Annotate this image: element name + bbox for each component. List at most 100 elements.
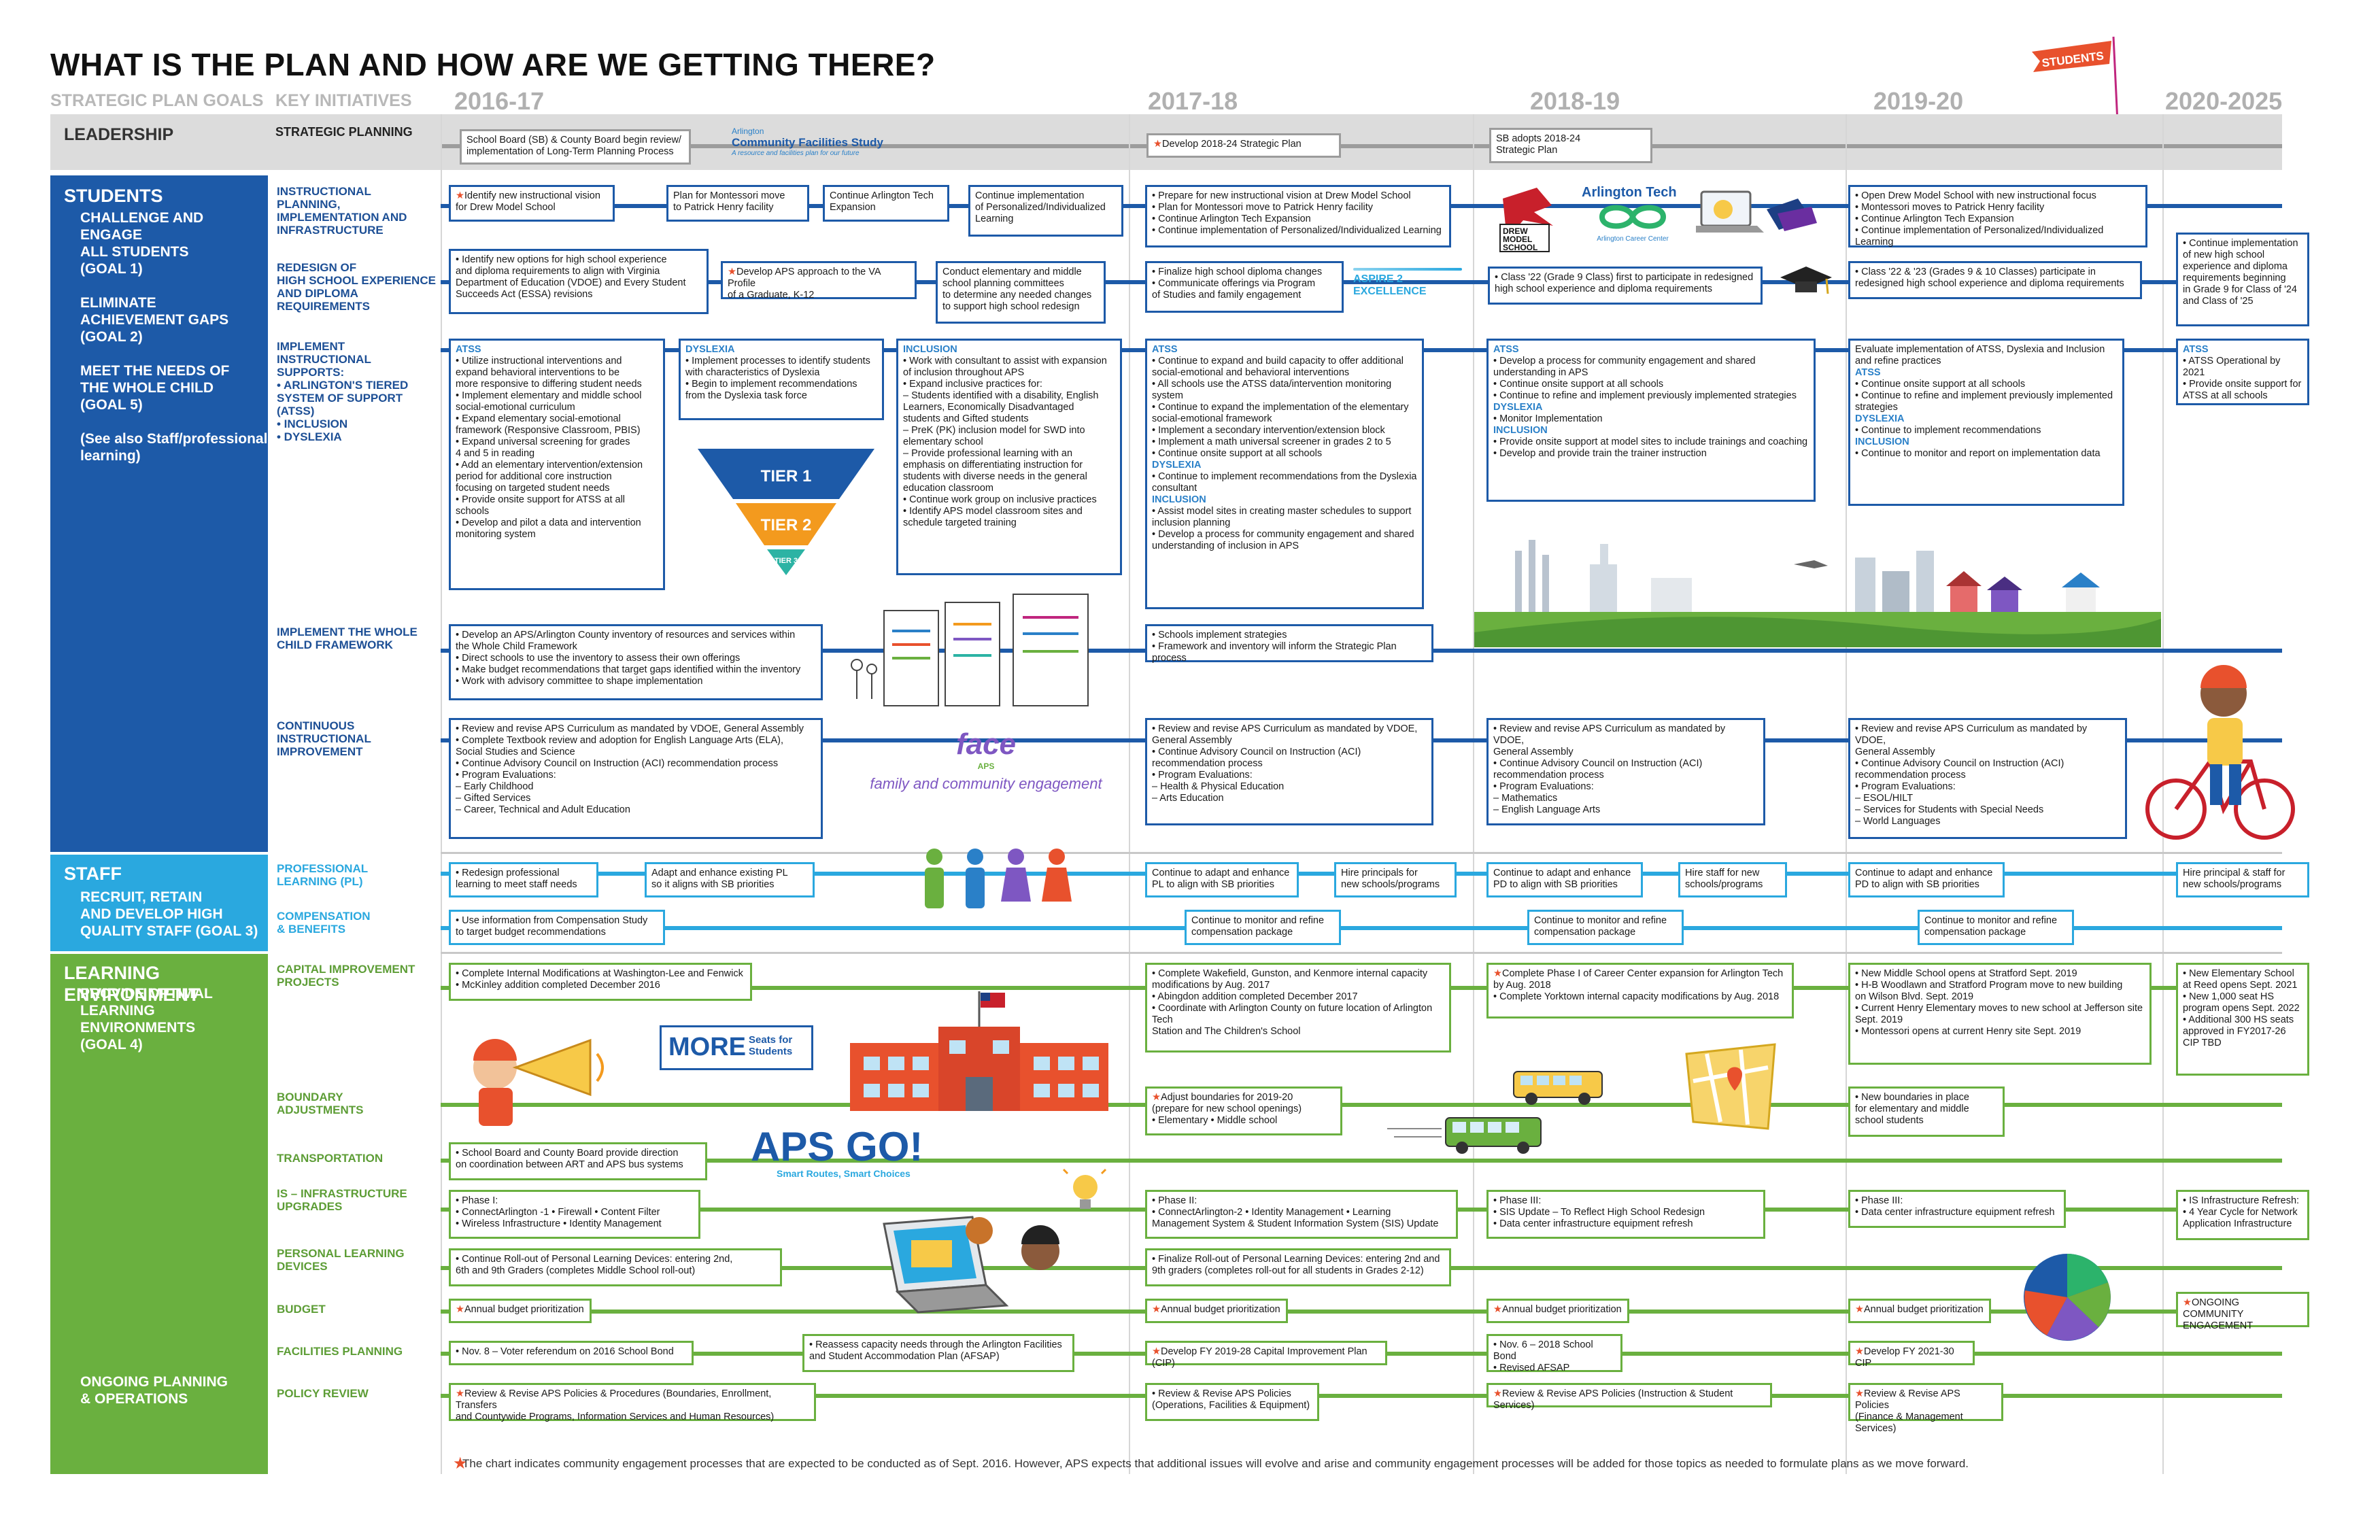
initiative-compensation: COMPENSATION& BENEFITS <box>277 910 371 936</box>
box-cont-1718: • Review and revise APS Curriculum as ma… <box>1145 718 1433 825</box>
school-bus-icon <box>1513 1071 1603 1105</box>
box-is-2025: • IS Infrastructure Refresh: • 4 Year Cy… <box>2176 1190 2309 1240</box>
box-redesign-1718: • Finalize high school diploma changes• … <box>1145 261 1344 313</box>
students-flag: STUDENTS <box>2032 36 2120 152</box>
box-instr-1718: • Prepare for new instructional vision a… <box>1145 185 1451 247</box>
laptop-students-illustration <box>883 1216 1059 1314</box>
box-redesign-2025: • Continue implementation of new high sc… <box>2176 233 2309 326</box>
student-bike-illustration <box>2145 665 2295 840</box>
timeline-budget <box>441 1310 2282 1314</box>
star-icon: ★ <box>1152 1304 1161 1315</box>
tier-1-label: TIER 1 <box>761 467 812 485</box>
box-redesign-1920: • Class '22 & '23 (Grades 9 & 10 Classes… <box>1848 261 2142 299</box>
tier-pyramid: TIER 1 TIER 2 TIER 3 <box>698 449 874 575</box>
divider-1920 <box>1846 114 1847 1474</box>
facilities-study-logo: Arlington Community Facilities Study A r… <box>732 126 883 157</box>
ongoing-planning-label: ONGOING PLANNING& OPERATIONS <box>80 1374 228 1407</box>
box-budget-1920: ★Annual budget prioritization <box>1848 1299 1991 1323</box>
whole-child-charts-illustration <box>851 594 1089 706</box>
star-icon: ★ <box>1152 1346 1161 1357</box>
initiative-transportation: TRANSPORTATION <box>277 1152 384 1165</box>
footnote: The chart indicates community engagement… <box>462 1457 1969 1470</box>
timeline-boundary <box>441 1103 2282 1107</box>
apsgo-logo: APS GO! Smart Routes, Smart Choices <box>751 1124 923 1180</box>
box-atss-1920: Evaluate implementation of ATSS, Dyslexi… <box>1848 339 2124 506</box>
pie-chart-icon <box>2024 1254 2111 1341</box>
box-inclusion-1617: INCLUSION • Work with consultant to assi… <box>896 339 1122 575</box>
initiative-policy: POLICY REVIEW <box>277 1387 369 1400</box>
star-icon: ★ <box>456 1304 464 1315</box>
map-icon <box>1685 1043 1776 1130</box>
box-pld-1617: • Continue Roll-out of Personal Learning… <box>449 1248 782 1286</box>
goals-column-header: STRATEGIC PLAN GOALS <box>50 91 264 110</box>
star-icon: ★ <box>1855 1388 1864 1399</box>
graduation-cap-icon <box>1779 261 1833 305</box>
box-cap-1617: • Complete Internal Modifications at Was… <box>449 963 752 1001</box>
transit-bus-icon <box>1387 1117 1542 1154</box>
tier-2-label: TIER 2 <box>761 516 812 534</box>
city-landscape-illustration <box>1474 533 2161 647</box>
box-pol-1617: ★Review & Revise APS Policies & Procedur… <box>449 1383 816 1422</box>
year-header-2020-2025: 2020-2025 <box>2165 87 2283 115</box>
arlington-tech-logo: Arlington Tech Arlington Career Center <box>1582 185 1677 243</box>
timeline-redesign <box>441 280 2282 284</box>
box-atss-2025: ATSS • ATSS Operational by 2021• Provide… <box>2176 339 2309 405</box>
footnote-star-icon: ★ <box>453 1454 468 1473</box>
leadership-timeline <box>441 144 2282 148</box>
star-icon: ★ <box>456 190 464 201</box>
box-pol-1920: ★Review & Revise APS Policies(Finance & … <box>1848 1383 2003 1434</box>
students-title: STUDENTS <box>64 186 163 206</box>
box-is-1718: • Phase II: • ConnectArlington-2 • Ident… <box>1145 1190 1458 1239</box>
staff-title: STAFF <box>64 863 122 884</box>
megaphone-kid-illustration <box>473 1038 604 1126</box>
box-pol-1819: ★Review & Revise APS Policies (Instructi… <box>1486 1383 1772 1411</box>
box-pl-1617-a: • Redesign professional learning to meet… <box>449 862 598 897</box>
year-header-2018-19: 2018-19 <box>1530 87 1620 115</box>
leadership-label: LEADERSHIP <box>64 125 174 144</box>
school-building-illustration <box>850 991 1108 1111</box>
initiatives-column-header: KEY INITIATIVES <box>275 91 412 110</box>
star-icon: ★ <box>1153 139 1162 150</box>
star-icon: ★ <box>2183 1297 2192 1308</box>
box-fac-1718: ★Develop FY 2019-28 Capital Improvement … <box>1145 1341 1387 1369</box>
star-icon: ★ <box>1152 1092 1161 1103</box>
box-bound-1920: • New boundaries in place for elementary… <box>1848 1086 2005 1137</box>
box-cap-2025: • New Elementary School at Reed opens Se… <box>2176 963 2309 1076</box>
initiative-facilities: FACILITIES PLANNING <box>277 1345 403 1358</box>
box-cap-1819: ★Complete Phase I of Career Center expan… <box>1486 963 1794 1019</box>
box-budget-1819: ★Annual budget prioritization <box>1486 1299 1629 1323</box>
box-budget-1718: ★Annual budget prioritization <box>1145 1299 1288 1323</box>
box-budget-1617: ★Annual budget prioritization <box>449 1299 592 1323</box>
face-logo: face APS family and community engagement <box>870 728 1102 792</box>
box-cap-1718: • Complete Wakefield, Gunston, and Kenmo… <box>1145 963 1451 1053</box>
initiative-budget: BUDGET <box>277 1303 326 1316</box>
box-atss-1718: ATSS • Continue to expand and build capa… <box>1145 339 1424 609</box>
star-icon: ★ <box>456 1388 464 1399</box>
star-icon: ★ <box>728 267 736 277</box>
box-pld-1718: • Finalize Roll-out of Personal Learning… <box>1145 1248 1451 1286</box>
page-title: WHAT IS THE PLAN AND HOW ARE WE GETTING … <box>50 47 936 82</box>
box-is-1617: • Phase I: • ConnectArlington -1 • Firew… <box>449 1190 700 1239</box>
